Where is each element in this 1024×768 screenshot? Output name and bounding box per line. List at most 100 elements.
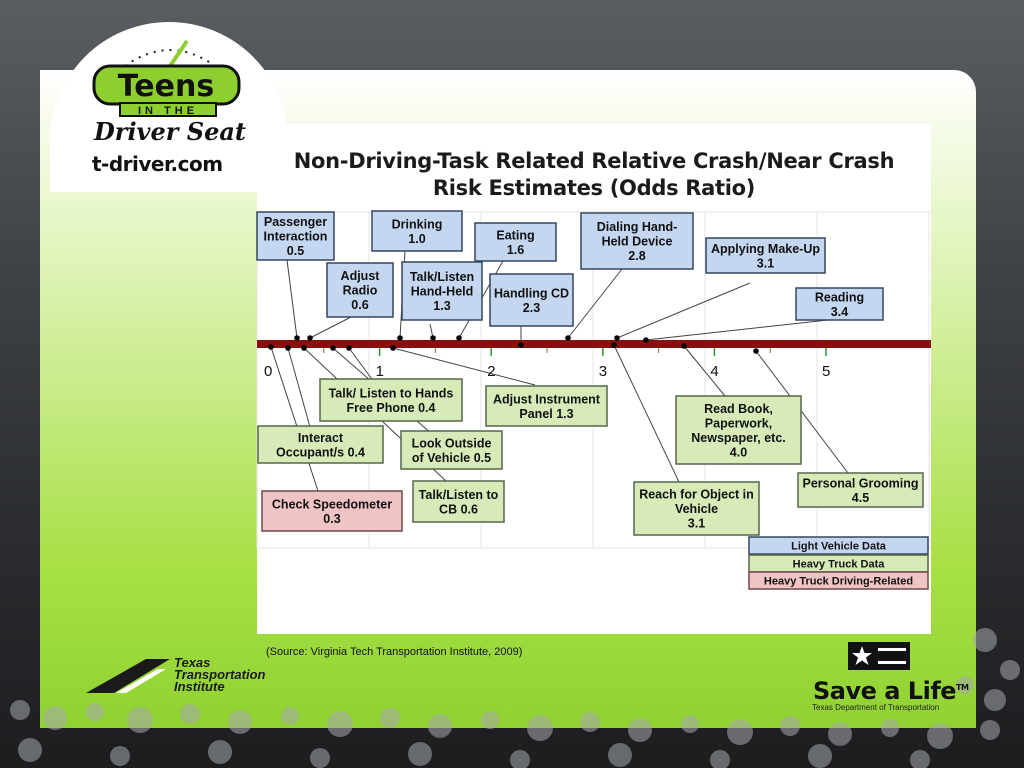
legend-swatch [748,571,929,590]
task-box [371,210,463,252]
trademark: TM [956,683,969,692]
task-label-line: Interaction [264,230,328,244]
task-box [319,378,463,422]
data-point [518,342,524,348]
dot-pattern [10,628,1020,768]
task-label-line: Held Device [602,235,673,249]
leader-line [392,347,536,386]
task-box [797,472,924,508]
tick-label: 5 [822,363,830,380]
task-label-line: 0.5 [287,244,304,258]
teens-driver-seat-logo: Teens IN THE Driver Seat [92,39,246,146]
txdot-flag-icon [848,642,910,670]
task-label-line: Occupant/s 0.4 [276,445,365,459]
task-label-line: Free Phone 0.4 [347,401,436,415]
task-label-line: Talk/ Listen to Hands [329,386,454,400]
tick-label: 0 [264,363,272,380]
task-label-line: Reading [815,290,864,304]
task-label-line: Newspaper, etc. [691,431,786,445]
data-point [390,345,396,351]
site-url: t-driver.com [92,152,223,176]
data-point [307,335,313,341]
task-box [489,273,574,327]
leader-line [567,268,623,339]
task-label-line: Read Book, [704,402,773,416]
data-point [456,335,462,341]
data-point [294,335,300,341]
legend-label: Light Vehicle Data [791,541,887,553]
txdot-name: Texas Department of Transportation [812,703,940,712]
task-label-line: 3.4 [831,305,848,319]
task-label-line: 0.6 [351,298,368,312]
tti-line-2: Transportation [174,667,266,682]
data-point [397,335,403,341]
leader-line [309,316,352,339]
legend-swatch [748,536,929,555]
task-label-line: Vehicle [675,502,718,516]
tick-label: 2 [487,363,495,380]
leader-line [755,350,849,474]
save-a-life-logo: Save a LifeTM [813,677,969,705]
task-label-line: Talk/Listen to [419,488,499,502]
task-label-line: Paperwork, [705,416,772,430]
data-point [285,345,291,351]
task-label-line: 1.6 [507,243,524,257]
task-box [795,287,884,321]
task-label-line: Radio [343,284,378,298]
task-label-line: Hand-Held [411,285,474,299]
task-box [705,237,826,274]
task-label-line: Eating [496,228,534,242]
task-label-line: Panel 1.3 [519,407,573,421]
task-label-line: Check Speedometer [272,497,392,511]
task-box [401,261,483,321]
task-label-line: of Vehicle 0.5 [412,451,491,465]
data-point [614,335,620,341]
task-box [580,212,694,270]
task-label-line: Applying Make-Up [711,242,820,256]
data-point [301,345,307,351]
data-point [268,344,274,350]
task-label-line: Drinking [392,217,443,231]
leader-line [270,346,319,492]
data-point [565,335,571,341]
leader-line [616,282,751,339]
task-box [261,490,403,532]
task-box [485,385,608,427]
task-label-line: Handling CD [494,286,569,300]
task-label-line: Passenger [264,215,327,229]
chart-title: Non-Driving-Task Related Relative Crash/… [293,149,895,200]
gauge-needle-icon [168,39,189,68]
task-label-line: CB 0.6 [439,502,478,516]
source-note: (Source: Virginia Tech Transportation In… [266,646,523,658]
task-box [412,480,505,523]
logo-word-mid: IN THE [138,105,198,117]
data-point [346,345,352,351]
task-box [326,262,394,318]
task-box [474,222,557,262]
logo-word-bottom: Driver Seat [93,117,246,146]
task-label: Read Book,Paperwork,Newspaper, etc.4.0 [691,402,786,460]
leader-line [287,347,311,428]
task-label-line: 0.3 [323,512,340,526]
leader-line [286,259,298,339]
task-label-line: 2.8 [628,249,645,263]
task-box [633,481,760,536]
task-box [256,211,335,261]
tti-logo-text: Texas Transportation Institute [174,656,266,693]
tick-label: 4 [710,363,718,380]
task-box [400,430,503,470]
task-label-line: 4.0 [730,445,747,459]
task-label-line: Look Outside [412,436,492,450]
task-label-line: 4.5 [852,491,869,505]
